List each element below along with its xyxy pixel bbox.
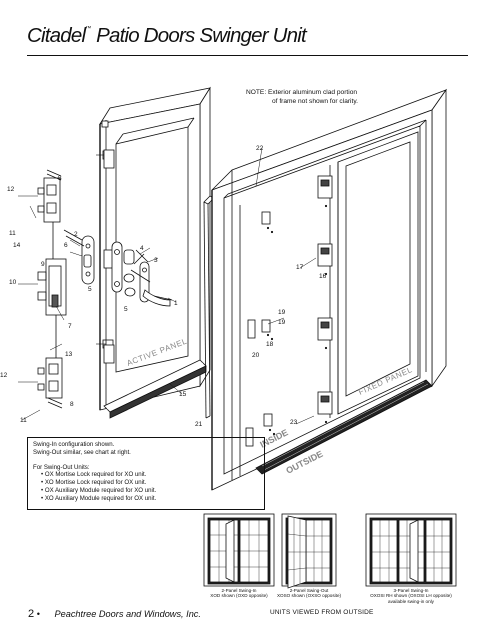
callout-17: 17 (296, 264, 304, 271)
door-frame (211, 88, 448, 491)
footer-bullet: • (36, 609, 40, 619)
callout-16: 16 (319, 273, 327, 280)
config-item: XO Mortise Lock required for OX unit. (41, 479, 259, 487)
callout-numbers: 1 2 3 4 5 5 6 7 8 8 9 10 11 11 12 12 13 … (0, 145, 327, 428)
callout-19a: 19 (278, 309, 286, 316)
callout-10: 10 (9, 279, 17, 286)
leader-lines (18, 147, 317, 425)
strike-hardware (37, 169, 85, 409)
swing-configuration-note: Swing-In configuration shown. Swing-Out … (27, 437, 265, 510)
config-item: OX Mortise Lock required for XO unit. (41, 471, 259, 479)
callout-15: 15 (179, 391, 187, 398)
unit-thumbnails (203, 513, 457, 589)
callout-11a: 11 (9, 230, 16, 237)
units-caption: UNITS VIEWED FROM OUTSIDE (270, 609, 374, 616)
callout-21: 21 (195, 421, 203, 428)
note-text: NOTE: Exterior aluminum clad portion of … (246, 89, 358, 105)
page-number: 2 (28, 608, 35, 620)
company-name: Peachtree Doors and Windows, Inc. (54, 609, 201, 619)
page-footer: 2 • Peachtree Doors and Windows, Inc. (28, 608, 201, 620)
thumb-2panel-swing-out (281, 513, 337, 589)
config-item: OX Auxiliary Module required for XO unit… (41, 487, 259, 495)
callout-23: 23 (290, 419, 298, 426)
callout-14: 14 (13, 242, 21, 249)
callout-4: 4 (140, 245, 144, 252)
lock-hardware (81, 235, 173, 307)
callout-8b: 8 (70, 401, 74, 408)
callout-12b: 12 (0, 372, 8, 379)
thumb-3panel-swing-in (365, 513, 457, 587)
callout-11b: 11 (20, 417, 27, 424)
callout-6: 6 (64, 242, 68, 249)
callout-13: 13 (65, 351, 73, 358)
callout-8a: 8 (58, 175, 62, 182)
config-item: XO Auxiliary Module required for OX unit… (41, 495, 259, 503)
callout-12a: 12 (7, 186, 15, 193)
title-rule (27, 55, 468, 56)
callout-18: 18 (266, 341, 274, 348)
weatherstrip (203, 195, 215, 419)
callout-5b: 5 (124, 306, 128, 313)
callout-3: 3 (154, 257, 158, 264)
callout-20: 20 (252, 352, 260, 359)
callout-5a: 5 (88, 286, 92, 293)
sill-strip (103, 359, 207, 419)
callout-22: 22 (256, 145, 264, 152)
callout-7: 7 (68, 323, 72, 330)
callout-9: 9 (41, 261, 45, 268)
callout-19b: 19 (278, 319, 286, 326)
callout-2: 2 (74, 231, 78, 238)
active-panel (96, 86, 211, 411)
thumb-2panel-swing-in (203, 513, 275, 587)
callout-1: 1 (174, 300, 178, 307)
frame-hinges (245, 175, 333, 447)
page-title: Citadel™ Patio Doors Swinger Unit (27, 24, 307, 47)
